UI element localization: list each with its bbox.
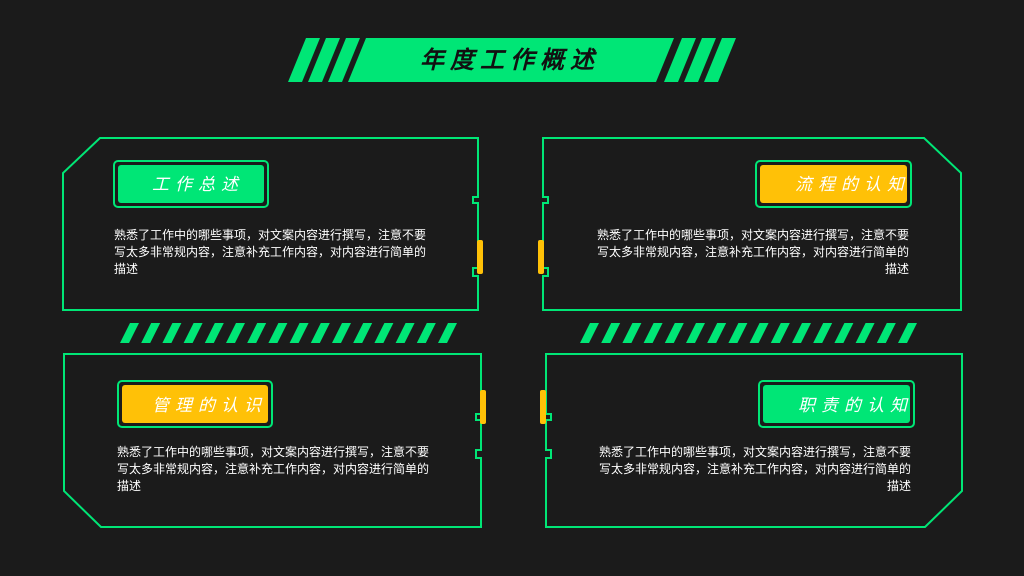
stripe bbox=[310, 323, 330, 343]
stripe bbox=[183, 323, 203, 343]
card-body-work-summary: 熟悉了工作中的哪些事项，对文案内容进行撰写，注意不要写太多非常规内容，注意补充工… bbox=[114, 228, 427, 276]
stripe bbox=[834, 323, 854, 343]
stripe bbox=[792, 323, 811, 343]
page-title: 年度工作概述 bbox=[420, 46, 600, 74]
card-label-process: 流程的认知 bbox=[795, 175, 910, 195]
stripe bbox=[395, 323, 415, 343]
stripe bbox=[374, 323, 394, 343]
stripe-dividers bbox=[120, 323, 917, 343]
card-body-management: 熟悉了工作中的哪些事项，对文案内容进行撰写，注意不要写太多非常规内容，注意补充工… bbox=[117, 445, 430, 493]
stripe bbox=[876, 323, 896, 343]
stripe bbox=[204, 323, 224, 343]
stripe bbox=[353, 323, 373, 343]
stripe bbox=[162, 323, 182, 343]
card-label-responsibility: 职责的认知 bbox=[798, 396, 913, 416]
card-label-management: 管理的认识 bbox=[152, 396, 267, 416]
stripe bbox=[289, 323, 309, 343]
stripe bbox=[120, 323, 139, 343]
stripe bbox=[580, 323, 599, 343]
stripe bbox=[438, 323, 457, 343]
stripe bbox=[749, 323, 769, 343]
stripe bbox=[601, 323, 621, 343]
stripe bbox=[664, 323, 684, 343]
stripe bbox=[728, 323, 748, 343]
stripe bbox=[813, 323, 833, 343]
stripe bbox=[416, 323, 436, 343]
card-label-work-summary: 工作总述 bbox=[152, 175, 244, 195]
stripe bbox=[770, 323, 790, 343]
stripe bbox=[622, 323, 642, 343]
stripe bbox=[686, 323, 705, 343]
card-body-responsibility: 熟悉了工作中的哪些事项，对文案内容进行撰写，注意不要写太多非常规内容，注意补充工… bbox=[598, 445, 911, 493]
title-banner bbox=[288, 38, 736, 82]
stripe bbox=[332, 323, 351, 343]
stripe bbox=[247, 323, 267, 343]
stripe bbox=[226, 323, 245, 343]
stripe bbox=[707, 323, 727, 343]
stripe bbox=[643, 323, 663, 343]
stripe bbox=[855, 323, 875, 343]
stripe bbox=[268, 323, 288, 343]
label-pills bbox=[113, 160, 915, 428]
stripe bbox=[141, 323, 161, 343]
side-tabs bbox=[477, 240, 546, 424]
card-body-process: 熟悉了工作中的哪些事项，对文案内容进行撰写，注意不要写太多非常规内容，注意补充工… bbox=[596, 228, 909, 276]
stripe bbox=[898, 323, 917, 343]
